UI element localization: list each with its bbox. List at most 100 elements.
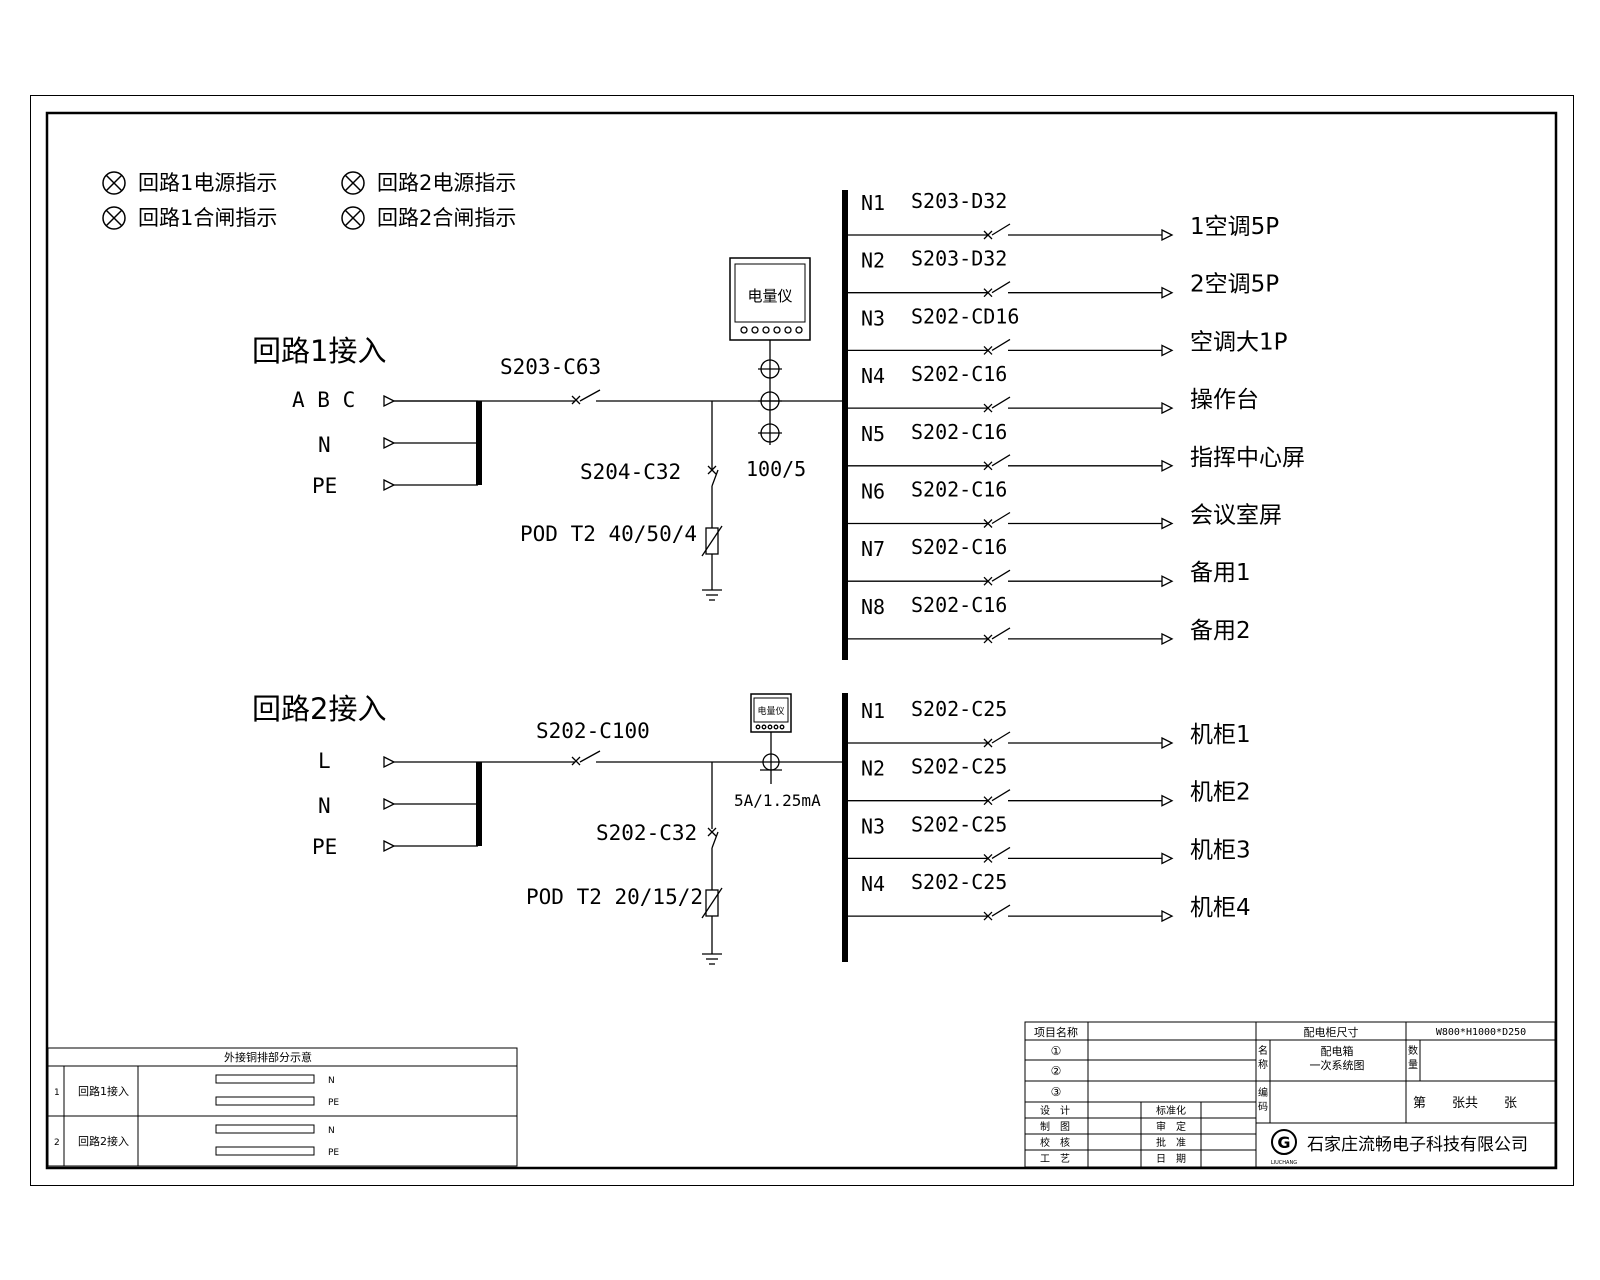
circuit1-phase-n: N bbox=[318, 433, 331, 457]
circuit1-branch-load: 操作台 bbox=[1190, 387, 1259, 413]
branch-breaker-symbol bbox=[848, 281, 1162, 298]
ground-icon bbox=[702, 953, 722, 965]
main-breaker-symbol bbox=[571, 750, 843, 766]
circuit1-branch-number: N7 bbox=[861, 537, 885, 561]
outlet-arrow-icon bbox=[1161, 632, 1174, 645]
circuit2-main-breaker: S202-C100 bbox=[536, 719, 650, 743]
outlet-arrow-icon bbox=[1161, 736, 1174, 750]
busbar-row1-name: 回路1接入 bbox=[78, 1085, 129, 1098]
spd-breaker-symbol bbox=[707, 465, 719, 528]
svg-text:码: 码 bbox=[1258, 1101, 1268, 1113]
svg-text:1: 1 bbox=[54, 1088, 60, 1098]
circuit1-phase-pe: PE bbox=[312, 474, 337, 498]
project-name-label: 项目名称 bbox=[1034, 1025, 1078, 1039]
spd-breaker-symbol bbox=[707, 827, 719, 890]
svg-text:批 准: 批 准 bbox=[1156, 1136, 1186, 1149]
circuit1-spd: POD T2 40/50/4 bbox=[520, 522, 697, 546]
outlet-arrow-icon bbox=[1161, 517, 1174, 530]
branch-breaker-symbol bbox=[848, 338, 1162, 355]
title-block: 项目名称 配电柜尺寸 W800*H1000*D250 ① ② ③ 名 称 配电箱… bbox=[1024, 1021, 1556, 1168]
inner-frame bbox=[45, 111, 1558, 1170]
circuit2-branch-breaker: S202-C25 bbox=[911, 697, 1007, 721]
branch-breaker-symbol bbox=[848, 396, 1162, 413]
circuit1-branch-load: 指挥中心屏 bbox=[1190, 445, 1305, 471]
drawing-name-line2: 一次系统图 bbox=[1310, 1058, 1365, 1072]
circuit1-branch-load: 空调大1P bbox=[1190, 329, 1288, 355]
svg-text:日 期: 日 期 bbox=[1156, 1153, 1186, 1165]
surge-protector-icon bbox=[701, 525, 723, 557]
svg-text:校 核: 校 核 bbox=[1040, 1136, 1070, 1149]
outlet-arrow-icon bbox=[1161, 459, 1174, 472]
svg-text:称: 称 bbox=[1258, 1058, 1268, 1071]
company-name: 石家庄流畅电子科技有限公司 bbox=[1307, 1135, 1528, 1155]
company-logo: G LIUCHANG bbox=[1271, 1129, 1297, 1166]
branch-breaker-symbol bbox=[848, 904, 1162, 921]
terminal-arrow-icon bbox=[383, 436, 396, 450]
circuit1-branch-load: 会议室屏 bbox=[1190, 503, 1282, 529]
svg-text:数: 数 bbox=[1408, 1044, 1418, 1057]
svg-text:审 定: 审 定 bbox=[1156, 1120, 1186, 1133]
legend-circuit1-power: 回路1电源指示 bbox=[138, 171, 277, 195]
busbar-table-title: 外接铜排部分示意 bbox=[224, 1050, 312, 1064]
circuit1-title: 回路1接入 bbox=[252, 334, 386, 368]
svg-text:PE: PE bbox=[328, 1148, 339, 1158]
circuit1-branch-number: N1 bbox=[861, 191, 885, 215]
rev-mark-3: ③ bbox=[1051, 1085, 1062, 1099]
indicator-lamp-icon bbox=[341, 171, 365, 195]
branch-breaker-symbol bbox=[848, 731, 1162, 748]
circuit2: 回路2接入 L N PE S202-C100 电量仪 5A/1.25mA S20… bbox=[252, 692, 1251, 965]
circuit1-branch-number: N2 bbox=[861, 249, 885, 273]
outlet-arrow-icon bbox=[1161, 402, 1174, 415]
circuit2-branch-breaker: S202-C25 bbox=[911, 812, 1007, 836]
terminal-arrow-icon bbox=[383, 755, 396, 769]
circuit2-branch-load: 机柜3 bbox=[1190, 837, 1251, 863]
svg-text:制 图: 制 图 bbox=[1040, 1120, 1070, 1133]
circuit1-branch-breaker: S202-CD16 bbox=[911, 304, 1019, 328]
circuit1-branch-breaker: S202-C16 bbox=[911, 478, 1007, 502]
circuit1-branch-load: 备用1 bbox=[1190, 560, 1251, 586]
circuit2-spd-breaker: S202-C32 bbox=[596, 821, 697, 845]
sheet-number: 第 张共 张 bbox=[1413, 1096, 1517, 1111]
outlet-arrow-icon bbox=[1161, 344, 1174, 357]
outlet-arrow-icon bbox=[1161, 852, 1174, 865]
svg-text:电量仪: 电量仪 bbox=[757, 705, 784, 717]
power-meter-icon: 电量仪 bbox=[750, 693, 792, 733]
circuit1-branch-number: N6 bbox=[861, 480, 885, 504]
circuit2-branch-load: 机柜2 bbox=[1190, 780, 1251, 806]
svg-text:N: N bbox=[328, 1076, 335, 1086]
indicator-lamp-icon bbox=[102, 206, 126, 230]
svg-text:PE: PE bbox=[328, 1098, 339, 1108]
outlet-arrow-icon bbox=[1161, 286, 1174, 299]
circuit1-branch-breaker: S202-C16 bbox=[911, 593, 1007, 617]
legend-circuit2-power: 回路2电源指示 bbox=[377, 171, 516, 195]
circuit1-branch-load: 备用2 bbox=[1190, 618, 1251, 644]
circuit1-main-breaker: S203-C63 bbox=[500, 355, 601, 379]
circuit2-ct-ratio: 5A/1.25mA bbox=[734, 791, 821, 810]
branch-breaker-symbol bbox=[848, 454, 1162, 471]
svg-text:名: 名 bbox=[1258, 1044, 1268, 1057]
svg-text:编: 编 bbox=[1258, 1086, 1268, 1099]
copper-bar-n bbox=[215, 1124, 315, 1134]
cabinet-size-label: 配电柜尺寸 bbox=[1304, 1025, 1359, 1039]
rev-mark-2: ② bbox=[1051, 1064, 1062, 1078]
rev-mark-1: ① bbox=[1051, 1044, 1062, 1058]
svg-text:量: 量 bbox=[1408, 1059, 1418, 1071]
current-transformer-icon bbox=[758, 359, 782, 443]
svg-text:设 计: 设 计 bbox=[1040, 1104, 1070, 1117]
current-transformer-icon bbox=[760, 753, 782, 771]
circuit2-spd: POD T2 20/15/2 bbox=[526, 885, 703, 909]
terminal-arrow-icon bbox=[383, 394, 396, 408]
legend-circuit1-closing: 回路1合闸指示 bbox=[138, 206, 277, 230]
surge-protector-icon bbox=[701, 887, 723, 919]
svg-text:电量仪: 电量仪 bbox=[747, 287, 792, 305]
